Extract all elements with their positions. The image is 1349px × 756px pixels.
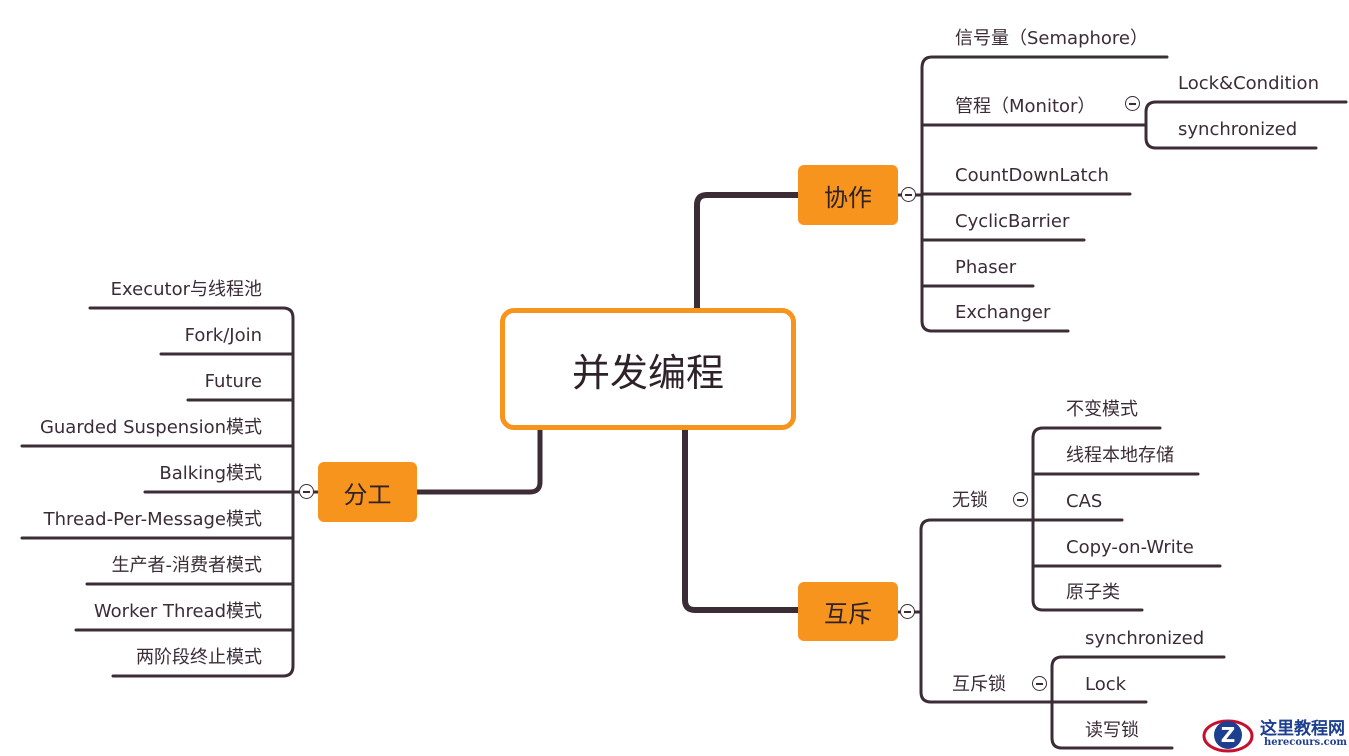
node-cyclicbarrier[interactable]: CyclicBarrier xyxy=(955,211,1070,232)
node-lock-condition[interactable]: Lock&Condition xyxy=(1178,73,1319,94)
node-thread-local[interactable]: 线程本地存储 xyxy=(1066,445,1174,466)
node-synchronized[interactable]: synchronized xyxy=(1178,119,1298,140)
collapse-icon[interactable] xyxy=(1032,676,1047,691)
svg-text:Z: Z xyxy=(1221,723,1236,747)
node-division[interactable]: 分工 xyxy=(318,462,417,522)
collapse-icon[interactable] xyxy=(1125,96,1140,111)
watermark-logo: Z 这里教程网 herecours.com xyxy=(1198,712,1348,756)
node-monitor[interactable]: 管程（Monitor） xyxy=(955,96,1096,117)
node-two-phase-termination[interactable]: 两阶段终止模式 xyxy=(136,647,262,668)
collapse-icon[interactable] xyxy=(901,187,916,202)
watermark-url: herecours.com xyxy=(1264,737,1348,748)
collapse-icon[interactable] xyxy=(1013,492,1028,507)
root-node[interactable]: 并发编程 xyxy=(500,308,796,430)
node-semaphore[interactable]: 信号量（Semaphore） xyxy=(955,28,1148,49)
node-lock[interactable]: Lock xyxy=(1085,674,1127,695)
node-locks[interactable]: 互斥锁 xyxy=(952,674,1006,695)
node-worker-thread[interactable]: Worker Thread模式 xyxy=(93,601,262,622)
node-immutable[interactable]: 不变模式 xyxy=(1066,399,1138,420)
node-thread-per-message[interactable]: Thread-Per-Message模式 xyxy=(43,509,262,530)
node-mutex[interactable]: 互斥 xyxy=(798,582,898,641)
node-future[interactable]: Future xyxy=(204,371,262,392)
collapse-icon[interactable] xyxy=(299,484,314,499)
node-producer-consumer[interactable]: 生产者-消费者模式 xyxy=(111,555,263,576)
node-rw-lock[interactable]: 读写锁 xyxy=(1085,720,1139,741)
node-executor[interactable]: Executor与线程池 xyxy=(110,279,262,300)
node-copy-on-write[interactable]: Copy-on-Write xyxy=(1066,537,1194,558)
watermark-title: 这里教程网 xyxy=(1260,719,1345,739)
node-countdownlatch[interactable]: CountDownLatch xyxy=(955,165,1109,186)
node-cas[interactable]: CAS xyxy=(1066,491,1103,512)
node-phaser[interactable]: Phaser xyxy=(955,257,1017,278)
node-fork-join[interactable]: Fork/Join xyxy=(184,325,262,346)
node-guarded-suspension[interactable]: Guarded Suspension模式 xyxy=(39,417,262,438)
node-atomic[interactable]: 原子类 xyxy=(1066,582,1120,603)
node-exchanger[interactable]: Exchanger xyxy=(955,302,1051,323)
node-balking[interactable]: Balking模式 xyxy=(159,463,262,484)
node-mutex-synchronized[interactable]: synchronized xyxy=(1085,628,1205,649)
node-cooperation[interactable]: 协作 xyxy=(798,165,898,225)
logo-icon: Z xyxy=(1202,719,1254,753)
node-lockfree[interactable]: 无锁 xyxy=(952,490,988,511)
collapse-icon[interactable] xyxy=(900,604,915,619)
